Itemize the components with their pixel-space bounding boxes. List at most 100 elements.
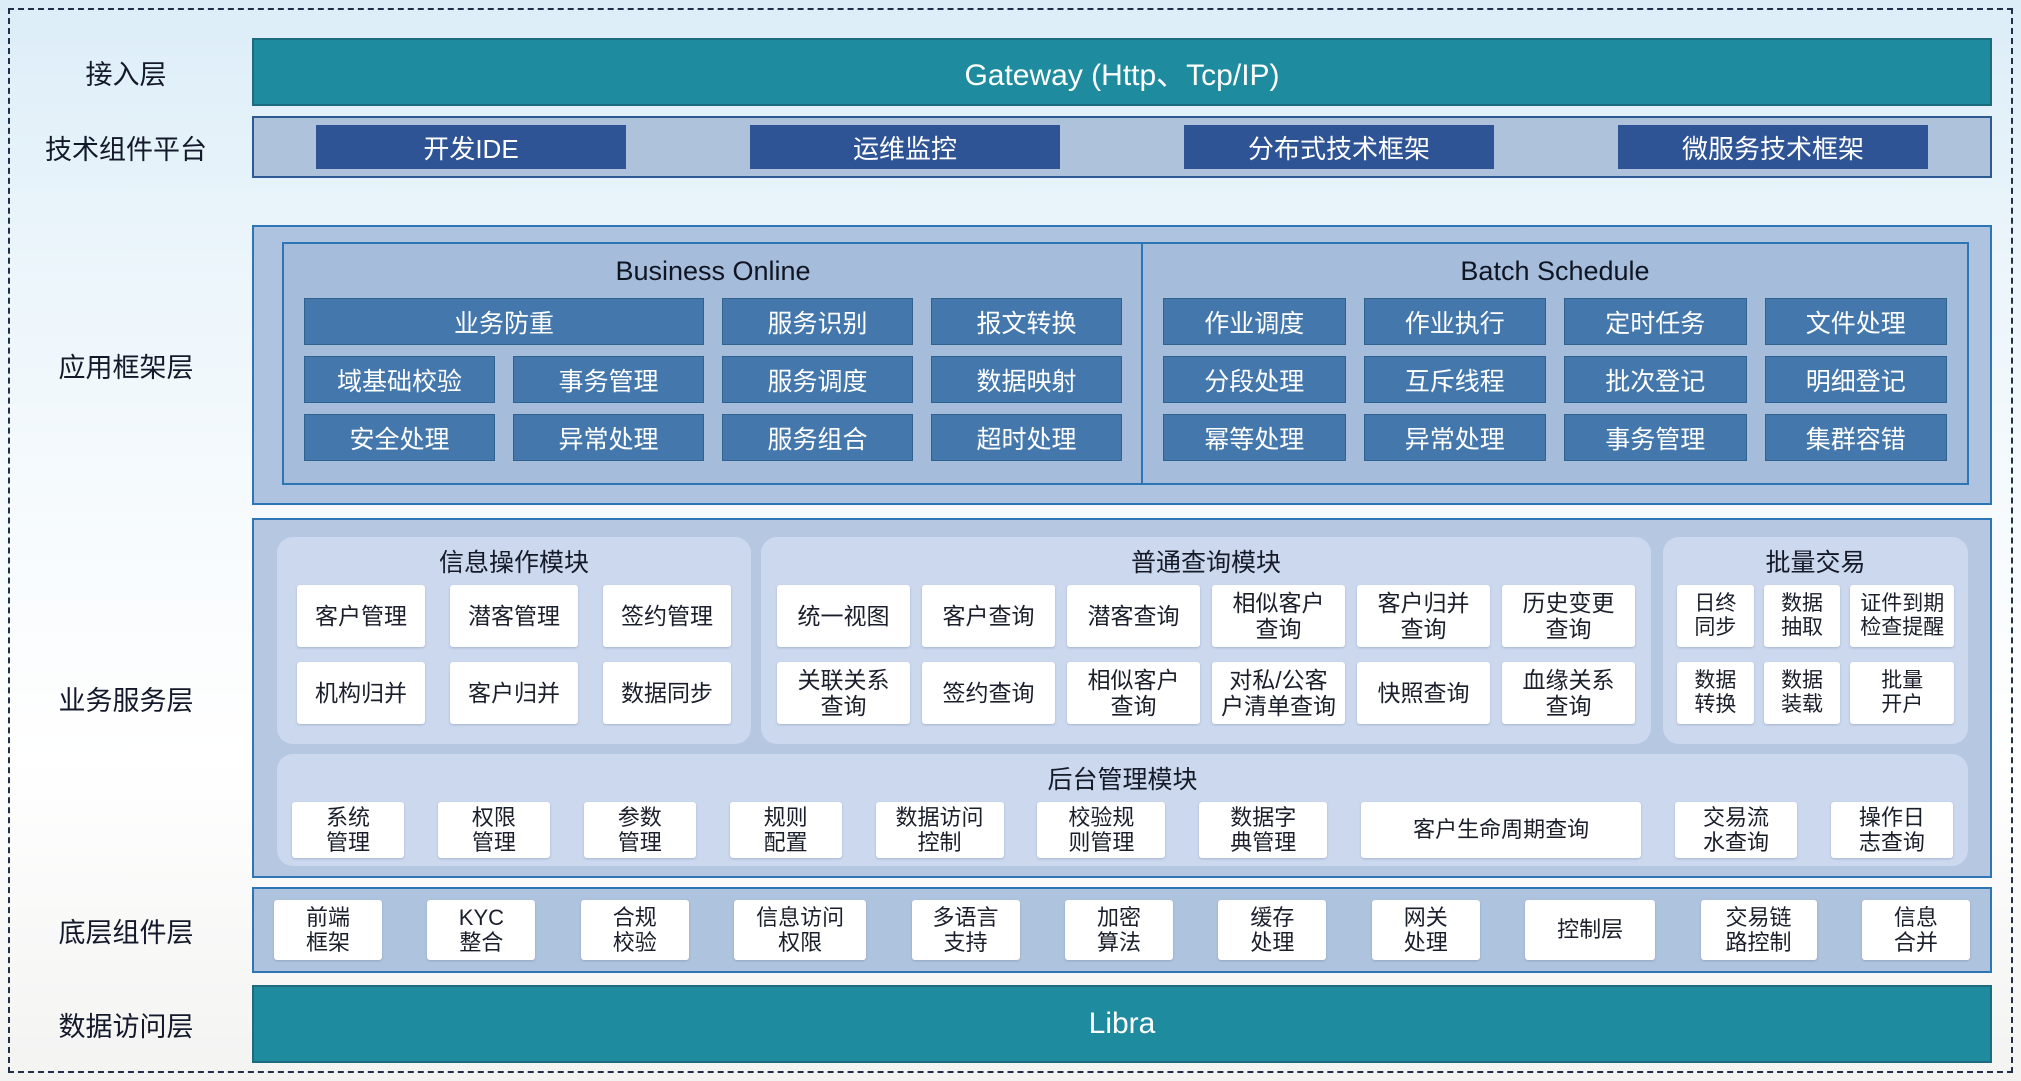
bo-item-dedup: 业务防重 xyxy=(304,298,704,345)
card-encryption-algorithm: 加密 算法 xyxy=(1064,900,1173,960)
card-lineage-query: 血缘关系 查询 xyxy=(1502,662,1635,724)
batch-trade-grid: 日终 同步 数据 抽取 证件到期 检查提醒 数据 转换 数据 装载 批量 开户 xyxy=(1663,585,1968,724)
card-kyc-integration: KYC 整合 xyxy=(427,900,536,960)
bo-item-security: 安全处理 xyxy=(304,414,495,461)
card-id-expiry-check: 证件到期 检查提醒 xyxy=(1850,585,1954,647)
general-query-grid: 统一视图 客户查询 潜客查询 相似客户 查询 客户归并 查询 历史变更 查询 关… xyxy=(761,585,1651,724)
card-info-access-permission: 信息访问 权限 xyxy=(734,900,867,960)
batch-schedule-grid: 作业调度 作业执行 定时任务 文件处理 分段处理 互斥线程 批次登记 明细登记 … xyxy=(1143,298,1967,461)
card-system-mgmt: 系统 管理 xyxy=(292,802,404,858)
card-unified-view: 统一视图 xyxy=(777,585,910,647)
card-batch-account-open: 批量 开户 xyxy=(1850,662,1954,724)
card-gateway-process: 网关 处理 xyxy=(1371,900,1480,960)
bo-item-data-mapping: 数据映射 xyxy=(931,356,1122,403)
bo-item-service-dispatch: 服务调度 xyxy=(722,356,913,403)
card-similar-customer-query: 相似客户 查询 xyxy=(1212,585,1345,647)
backend-admin-title: 后台管理模块 xyxy=(1047,766,1198,794)
card-trade-link-control: 交易链 路控制 xyxy=(1700,900,1817,960)
bs-item-mutex-thread: 互斥线程 xyxy=(1363,356,1546,403)
card-snapshot-query: 快照查询 xyxy=(1357,662,1490,724)
card-customer-merge: 客户归并 xyxy=(450,662,578,724)
card-prospect-query: 潜客查询 xyxy=(1067,585,1200,647)
card-contract-mgmt: 签约管理 xyxy=(603,585,731,647)
card-data-convert: 数据 转换 xyxy=(1677,662,1754,724)
layer-label-tech-platform: 技术组件平台 xyxy=(45,134,207,165)
card-operation-log-query: 操作日 志查询 xyxy=(1830,802,1953,858)
tech-item-dev-ide: 开发IDE xyxy=(316,125,626,169)
card-org-merge: 机构归并 xyxy=(297,662,425,724)
bs-item-idempotent: 幂等处理 xyxy=(1163,414,1346,461)
card-multilang-support: 多语言 支持 xyxy=(911,900,1020,960)
layer-label-access: 接入层 xyxy=(85,59,167,90)
business-service-band: 业务服务层 信息操作模块 客户管理 潜客管理 签约管理 机构归并 客户归并 数据… xyxy=(0,518,2021,878)
card-eod-sync: 日终 同步 xyxy=(1677,585,1754,647)
card-parameter-mgmt: 参数 管理 xyxy=(583,802,696,858)
card-cache-process: 缓存 处理 xyxy=(1218,900,1327,960)
card-control-layer: 控制层 xyxy=(1525,900,1656,960)
layer-label-app-framework: 应用框架层 xyxy=(58,352,194,383)
layer-label-data-access: 数据访问层 xyxy=(58,1011,194,1042)
card-similar-customer-query-2: 相似客户 查询 xyxy=(1067,662,1200,724)
bs-item-timed-task: 定时任务 xyxy=(1564,298,1747,345)
backend-admin-module: 后台管理模块 系统 管理 权限 管理 参数 管理 规则 配置 数据访问 控制 校… xyxy=(277,754,1968,866)
card-validation-rule-mgmt: 校验规 则管理 xyxy=(1037,802,1166,858)
card-customer-lifecycle-query: 客户生命周期查询 xyxy=(1361,802,1642,858)
bs-item-cluster-fault-tolerance: 集群容错 xyxy=(1764,414,1947,461)
app-framework-band: 应用框架层 Business Online 业务防重 服务识别 报文转换 域基础… xyxy=(0,225,2021,505)
backend-admin-row: 系统 管理 权限 管理 参数 管理 规则 配置 数据访问 控制 校验规 则管理 … xyxy=(277,802,1968,858)
gateway-bar: Gateway (Http、Tcp/IP) xyxy=(252,38,1992,106)
bo-item-service-compose: 服务组合 xyxy=(722,414,913,461)
general-query-module: 普通查询模块 统一视图 客户查询 潜客查询 相似客户 查询 客户归并 查询 历史… xyxy=(761,537,1651,744)
app-framework-panel: Business Online 业务防重 服务识别 报文转换 域基础校验 事务管… xyxy=(252,225,1992,505)
card-contract-query: 签约查询 xyxy=(922,662,1055,724)
base-component-band: 底层组件层 前端 框架 KYC 整合 合规 校验 信息访问 权限 多语言 支持 … xyxy=(0,887,2021,973)
bs-item-detail-register: 明细登记 xyxy=(1764,356,1947,403)
card-customer-mgmt: 客户管理 xyxy=(297,585,425,647)
card-history-change-query: 历史变更 查询 xyxy=(1502,585,1635,647)
batch-trade-module: 批量交易 日终 同步 数据 抽取 证件到期 检查提醒 数据 转换 数据 装载 批… xyxy=(1663,537,1968,744)
libra-bar: Libra xyxy=(252,985,1992,1063)
bo-item-transaction-mgmt: 事务管理 xyxy=(513,356,704,403)
card-relation-query: 关联关系 查询 xyxy=(777,662,910,724)
business-online-grid: 业务防重 服务识别 报文转换 域基础校验 事务管理 服务调度 数据映射 安全处理… xyxy=(284,298,1142,461)
tech-platform-panel: 开发IDE 运维监控 分布式技术框架 微服务技术框架 xyxy=(252,116,1992,178)
bs-item-file-process: 文件处理 xyxy=(1764,298,1947,345)
bs-item-job-execute: 作业执行 xyxy=(1363,298,1546,345)
bo-item-timeout: 超时处理 xyxy=(931,414,1122,461)
bo-item-message-convert: 报文转换 xyxy=(931,298,1122,345)
bs-item-batch-register: 批次登记 xyxy=(1564,356,1747,403)
bs-item-exception: 异常处理 xyxy=(1363,414,1546,461)
card-prospect-mgmt: 潜客管理 xyxy=(450,585,578,647)
info-operation-grid: 客户管理 潜客管理 签约管理 机构归并 客户归并 数据同步 xyxy=(277,585,751,724)
business-online-panel: Business Online 业务防重 服务识别 报文转换 域基础校验 事务管… xyxy=(282,242,1144,485)
tech-item-ops-monitor: 运维监控 xyxy=(750,125,1060,169)
business-service-panel: 信息操作模块 客户管理 潜客管理 签约管理 机构归并 客户归并 数据同步 普通查… xyxy=(252,518,1992,878)
card-customer-merge-query: 客户归并 查询 xyxy=(1357,585,1490,647)
card-rule-config: 规则 配置 xyxy=(729,802,842,858)
batch-trade-title: 批量交易 xyxy=(1765,549,1866,577)
general-query-title: 普通查询模块 xyxy=(1130,549,1281,577)
business-online-title: Business Online xyxy=(615,255,811,286)
base-component-panel: 前端 框架 KYC 整合 合规 校验 信息访问 权限 多语言 支持 加密 算法 … xyxy=(252,887,1992,973)
info-operation-module: 信息操作模块 客户管理 潜客管理 签约管理 机构归并 客户归并 数据同步 xyxy=(277,537,751,744)
bo-item-exception: 异常处理 xyxy=(513,414,704,461)
card-compliance-check: 合规 校验 xyxy=(580,900,689,960)
card-frontend-framework: 前端 框架 xyxy=(274,900,382,960)
bo-item-domain-check: 域基础校验 xyxy=(304,356,495,403)
card-data-sync: 数据同步 xyxy=(603,662,731,724)
bs-item-job-schedule: 作业调度 xyxy=(1163,298,1346,345)
card-transaction-flow-query: 交易流 水查询 xyxy=(1675,802,1797,858)
card-data-load: 数据 装载 xyxy=(1763,662,1841,724)
card-data-dictionary-mgmt: 数据字 典管理 xyxy=(1199,802,1328,858)
layer-label-business-service: 业务服务层 xyxy=(58,685,194,716)
bs-item-transaction-mgmt: 事务管理 xyxy=(1564,414,1747,461)
card-customer-query: 客户查询 xyxy=(922,585,1055,647)
tech-platform-band: 技术组件平台 开发IDE 运维监控 分布式技术框架 微服务技术框架 xyxy=(0,116,2021,178)
card-data-extract: 数据 抽取 xyxy=(1763,585,1841,647)
card-data-access-control: 数据访问 控制 xyxy=(875,802,1004,858)
batch-schedule-title: Batch Schedule xyxy=(1460,255,1650,286)
data-access-band: 数据访问层 Libra xyxy=(0,985,2021,1063)
card-permission-mgmt: 权限 管理 xyxy=(437,802,550,858)
tech-item-microservice-framework: 微服务技术框架 xyxy=(1618,125,1928,169)
